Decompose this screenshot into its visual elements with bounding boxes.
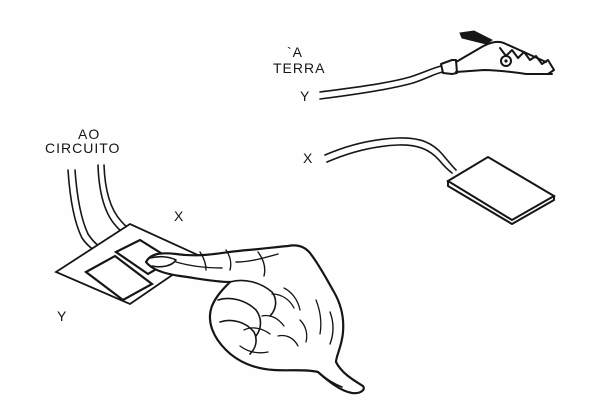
electrode-y [83,254,155,302]
circuit-label-line1: AO [78,126,101,142]
wire-x-label: X [303,150,314,166]
wire-x [324,137,457,174]
ground-label-line1: `A [287,44,303,60]
ground-wire-y [319,65,444,100]
electrode-y-label: Y [57,308,68,324]
contact-plate-icon [446,155,556,225]
electrode-x-label: X [174,208,185,224]
wire-y-label: Y [300,88,311,104]
alligator-clip-icon [440,30,555,75]
ground-label-line2: TERRA [273,60,326,76]
finger-hand-icon [144,244,365,395]
circuit-label-line2: CIRCUITO [45,140,121,156]
